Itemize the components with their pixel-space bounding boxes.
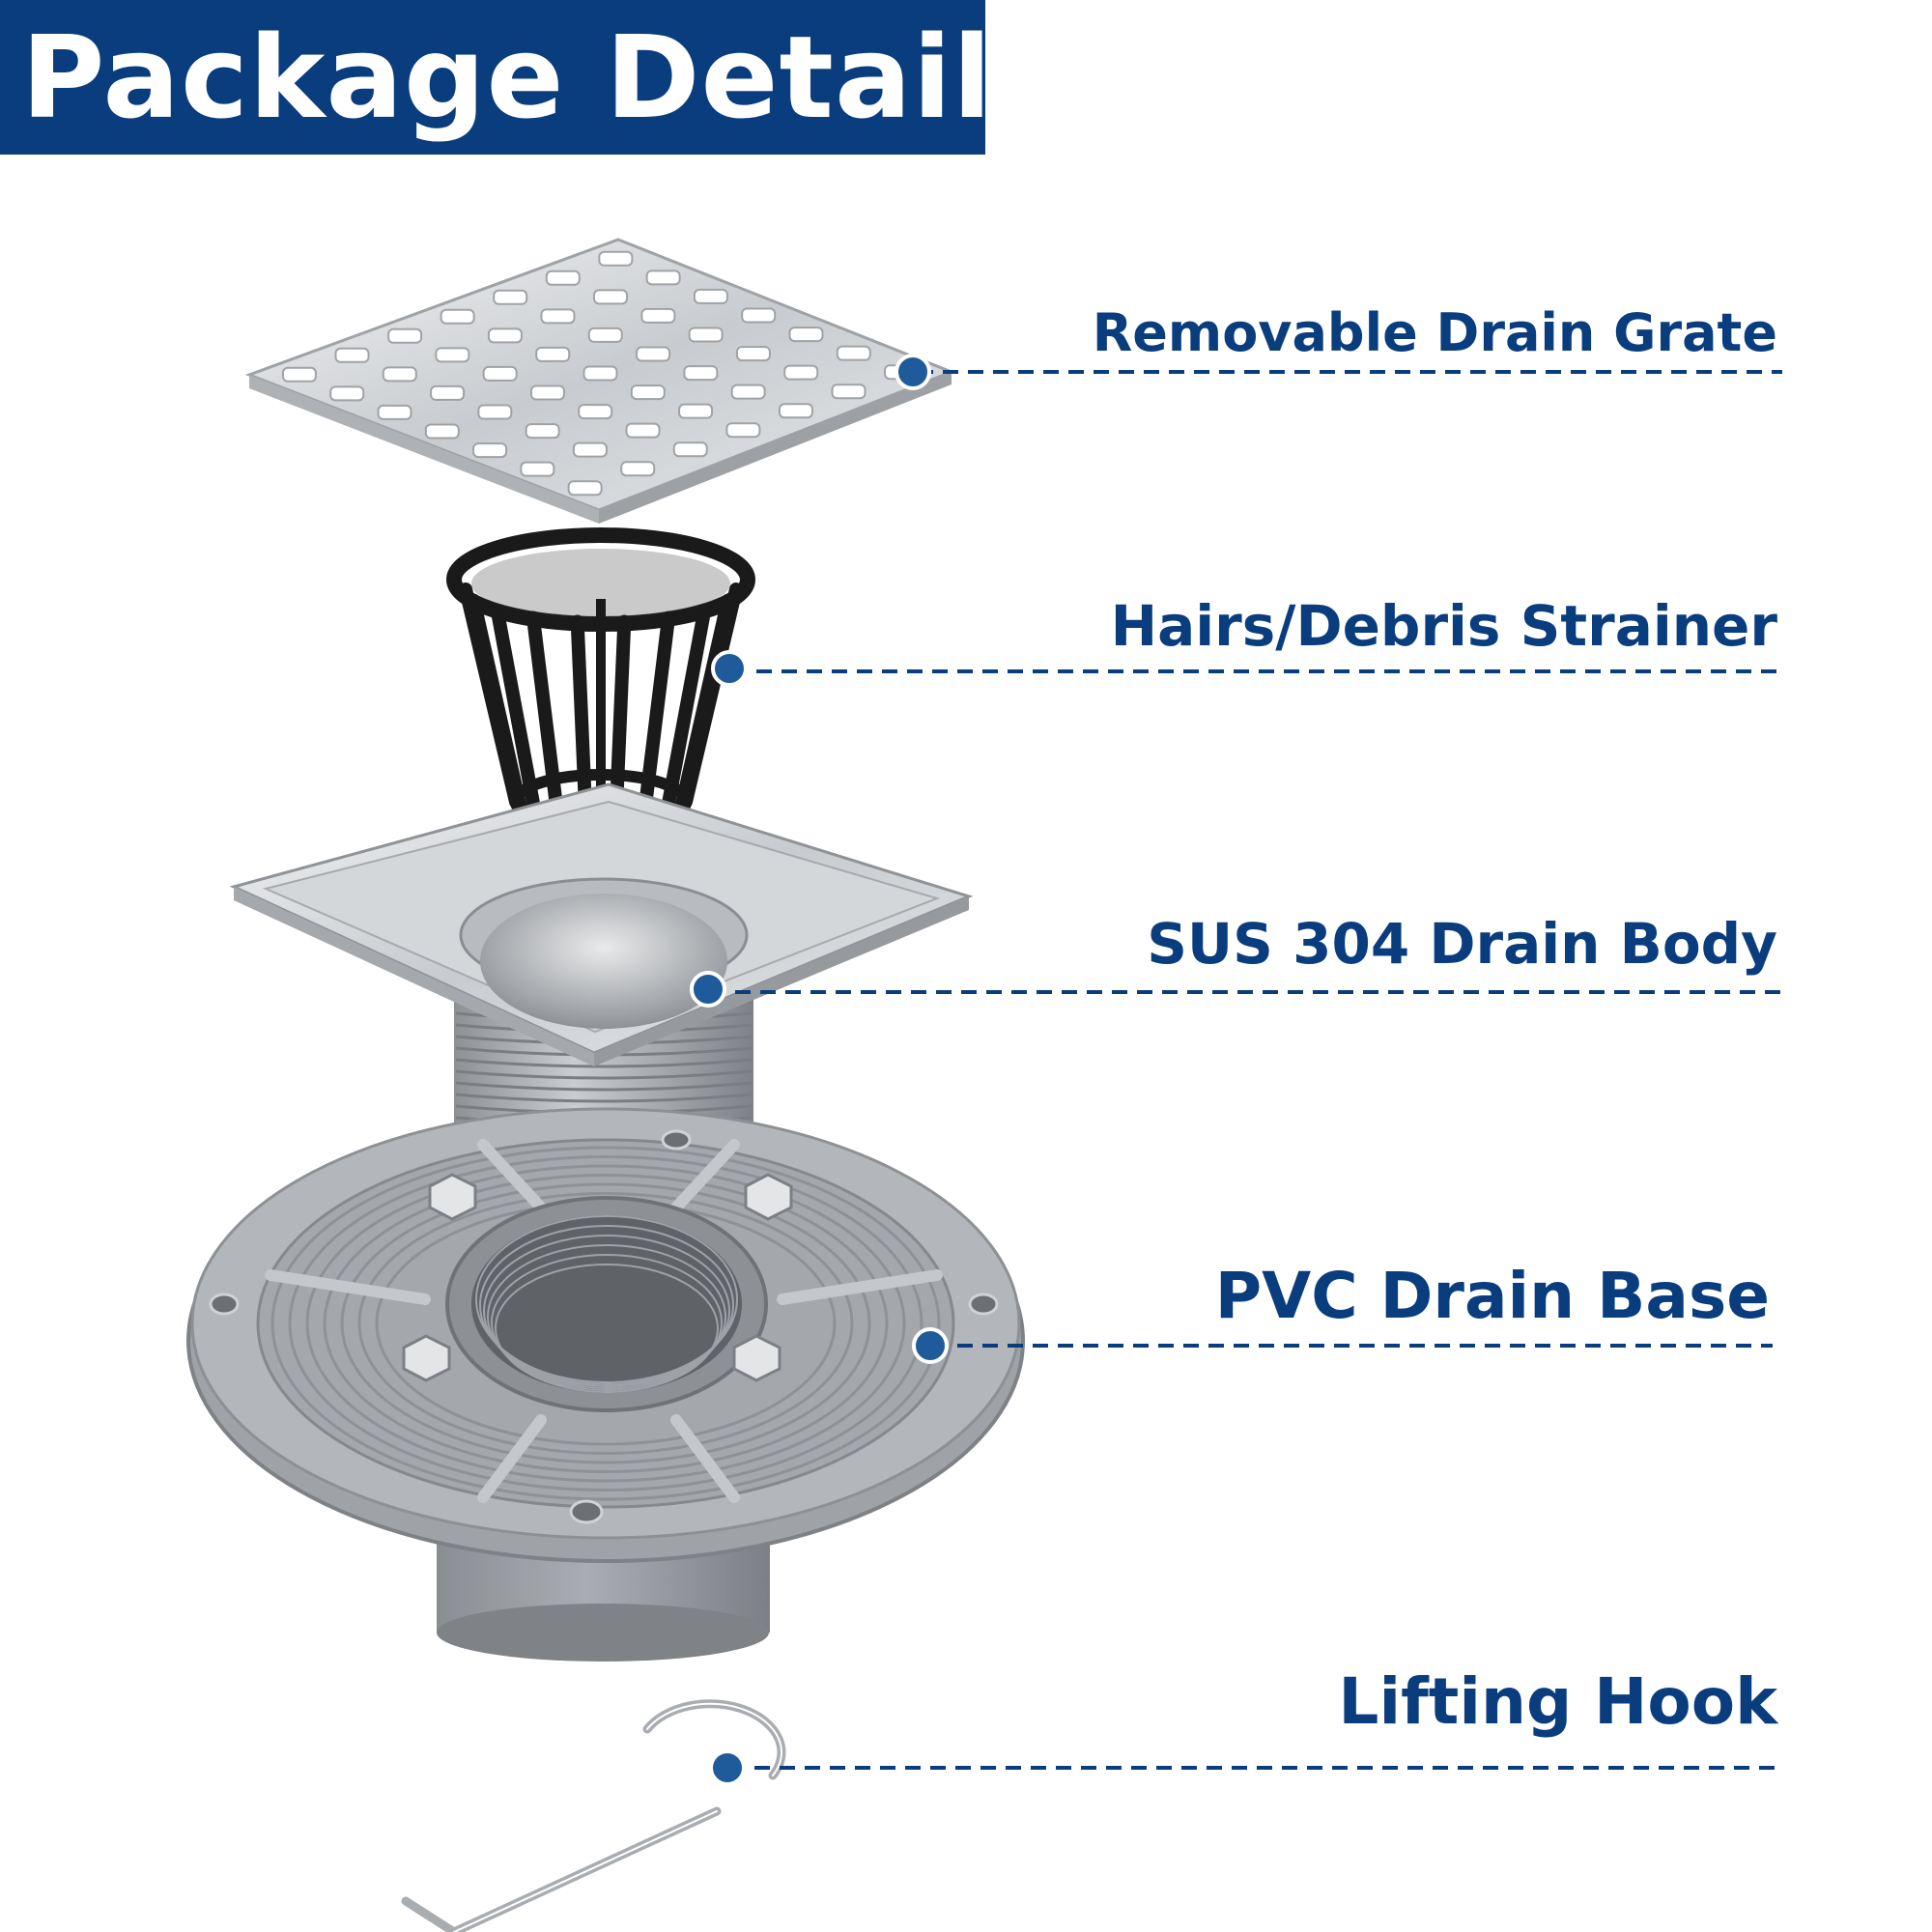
callout-dot-body (690, 971, 726, 1008)
grate-slot (788, 327, 824, 343)
grate-slot (625, 422, 661, 439)
grate-slot (472, 442, 508, 459)
grate-slot (281, 366, 317, 383)
strainer-bar (637, 611, 675, 829)
base-ring (357, 1192, 854, 1455)
label-drain-body: SUS 304 Drain Body (1147, 911, 1777, 977)
label-drain-base: PVC Drain Base (1214, 1259, 1770, 1333)
grate-slot (435, 347, 470, 363)
strainer-bar (467, 593, 528, 817)
grate-slot (482, 365, 518, 382)
thread-line (455, 1093, 753, 1103)
grate-slot (645, 270, 681, 286)
grate-slot (477, 404, 513, 420)
grate-slot (424, 423, 460, 440)
grate-slot (440, 308, 475, 325)
grate-slot (535, 346, 571, 362)
grate-slot (778, 403, 813, 419)
lifting-hook-icon (401, 1699, 786, 1932)
grate-slot (529, 384, 565, 401)
grate-slot (693, 288, 728, 304)
grate-slot (593, 289, 629, 305)
grate-slot (741, 307, 777, 324)
callout-dot-grate (895, 354, 931, 390)
grate-slot (382, 366, 417, 383)
base-thread (491, 1254, 723, 1391)
base-thread (475, 1215, 738, 1383)
label-strainer: Hairs/Debris Strainer (1110, 593, 1777, 659)
grate-slot (582, 365, 618, 382)
base-ring (340, 1182, 871, 1464)
strainer-bar (526, 611, 565, 829)
grate-slot (630, 384, 666, 401)
page-title: Package Details (21, 11, 1062, 144)
drain-base-icon (186, 1107, 1025, 1662)
callout-dot-hook (709, 1749, 746, 1786)
grate-slot (678, 403, 714, 419)
grate-slot (587, 327, 623, 343)
grate-slot (598, 250, 634, 267)
grate-slot (487, 327, 523, 344)
drain-grate-icon (244, 238, 956, 524)
grate-slot (329, 385, 365, 402)
label-lifting-hook: Lifting Hook (1338, 1664, 1777, 1739)
grate-slot (334, 347, 370, 363)
callout-dot-strainer (711, 650, 748, 687)
base-ring (288, 1155, 923, 1492)
grate-slot (540, 308, 576, 325)
grate-slot (620, 461, 656, 477)
base-thread (483, 1235, 730, 1387)
title-banner: Package Details (0, 0, 1061, 155)
grate-slot (683, 365, 719, 382)
callout-dot-base (912, 1327, 949, 1364)
base-ring (323, 1174, 889, 1473)
grate-slot (725, 422, 761, 439)
grate-slot (545, 270, 581, 286)
base-thread (479, 1225, 734, 1385)
base-ring (305, 1164, 906, 1483)
grate-slot (578, 404, 613, 420)
grate-slot (640, 307, 676, 324)
grate-slot (783, 364, 819, 381)
grate-slot (430, 384, 466, 401)
grate-slot (520, 461, 555, 477)
strainer-icon (446, 527, 755, 835)
strainer-bar (679, 582, 743, 809)
grate-slot (493, 289, 528, 305)
grate-slot (730, 384, 766, 400)
grate-slot (836, 345, 871, 361)
grate-slot (688, 327, 724, 343)
grate-slot (572, 441, 608, 458)
thread-line (455, 1081, 753, 1092)
grate-slot (636, 346, 671, 362)
grate-slot (387, 327, 423, 344)
label-drain-grate: Removable Drain Grate (1092, 302, 1777, 363)
thread-line (455, 1069, 753, 1080)
grate-slot (672, 441, 708, 458)
grate-slot (377, 404, 412, 420)
base-thread (495, 1264, 719, 1393)
grate-slot (831, 384, 867, 400)
thread-line (455, 1058, 753, 1068)
grate-slot (735, 346, 771, 362)
base-ring (270, 1146, 941, 1501)
grate-slot (567, 480, 603, 497)
base-thread (487, 1244, 726, 1389)
grate-slot (525, 423, 560, 440)
